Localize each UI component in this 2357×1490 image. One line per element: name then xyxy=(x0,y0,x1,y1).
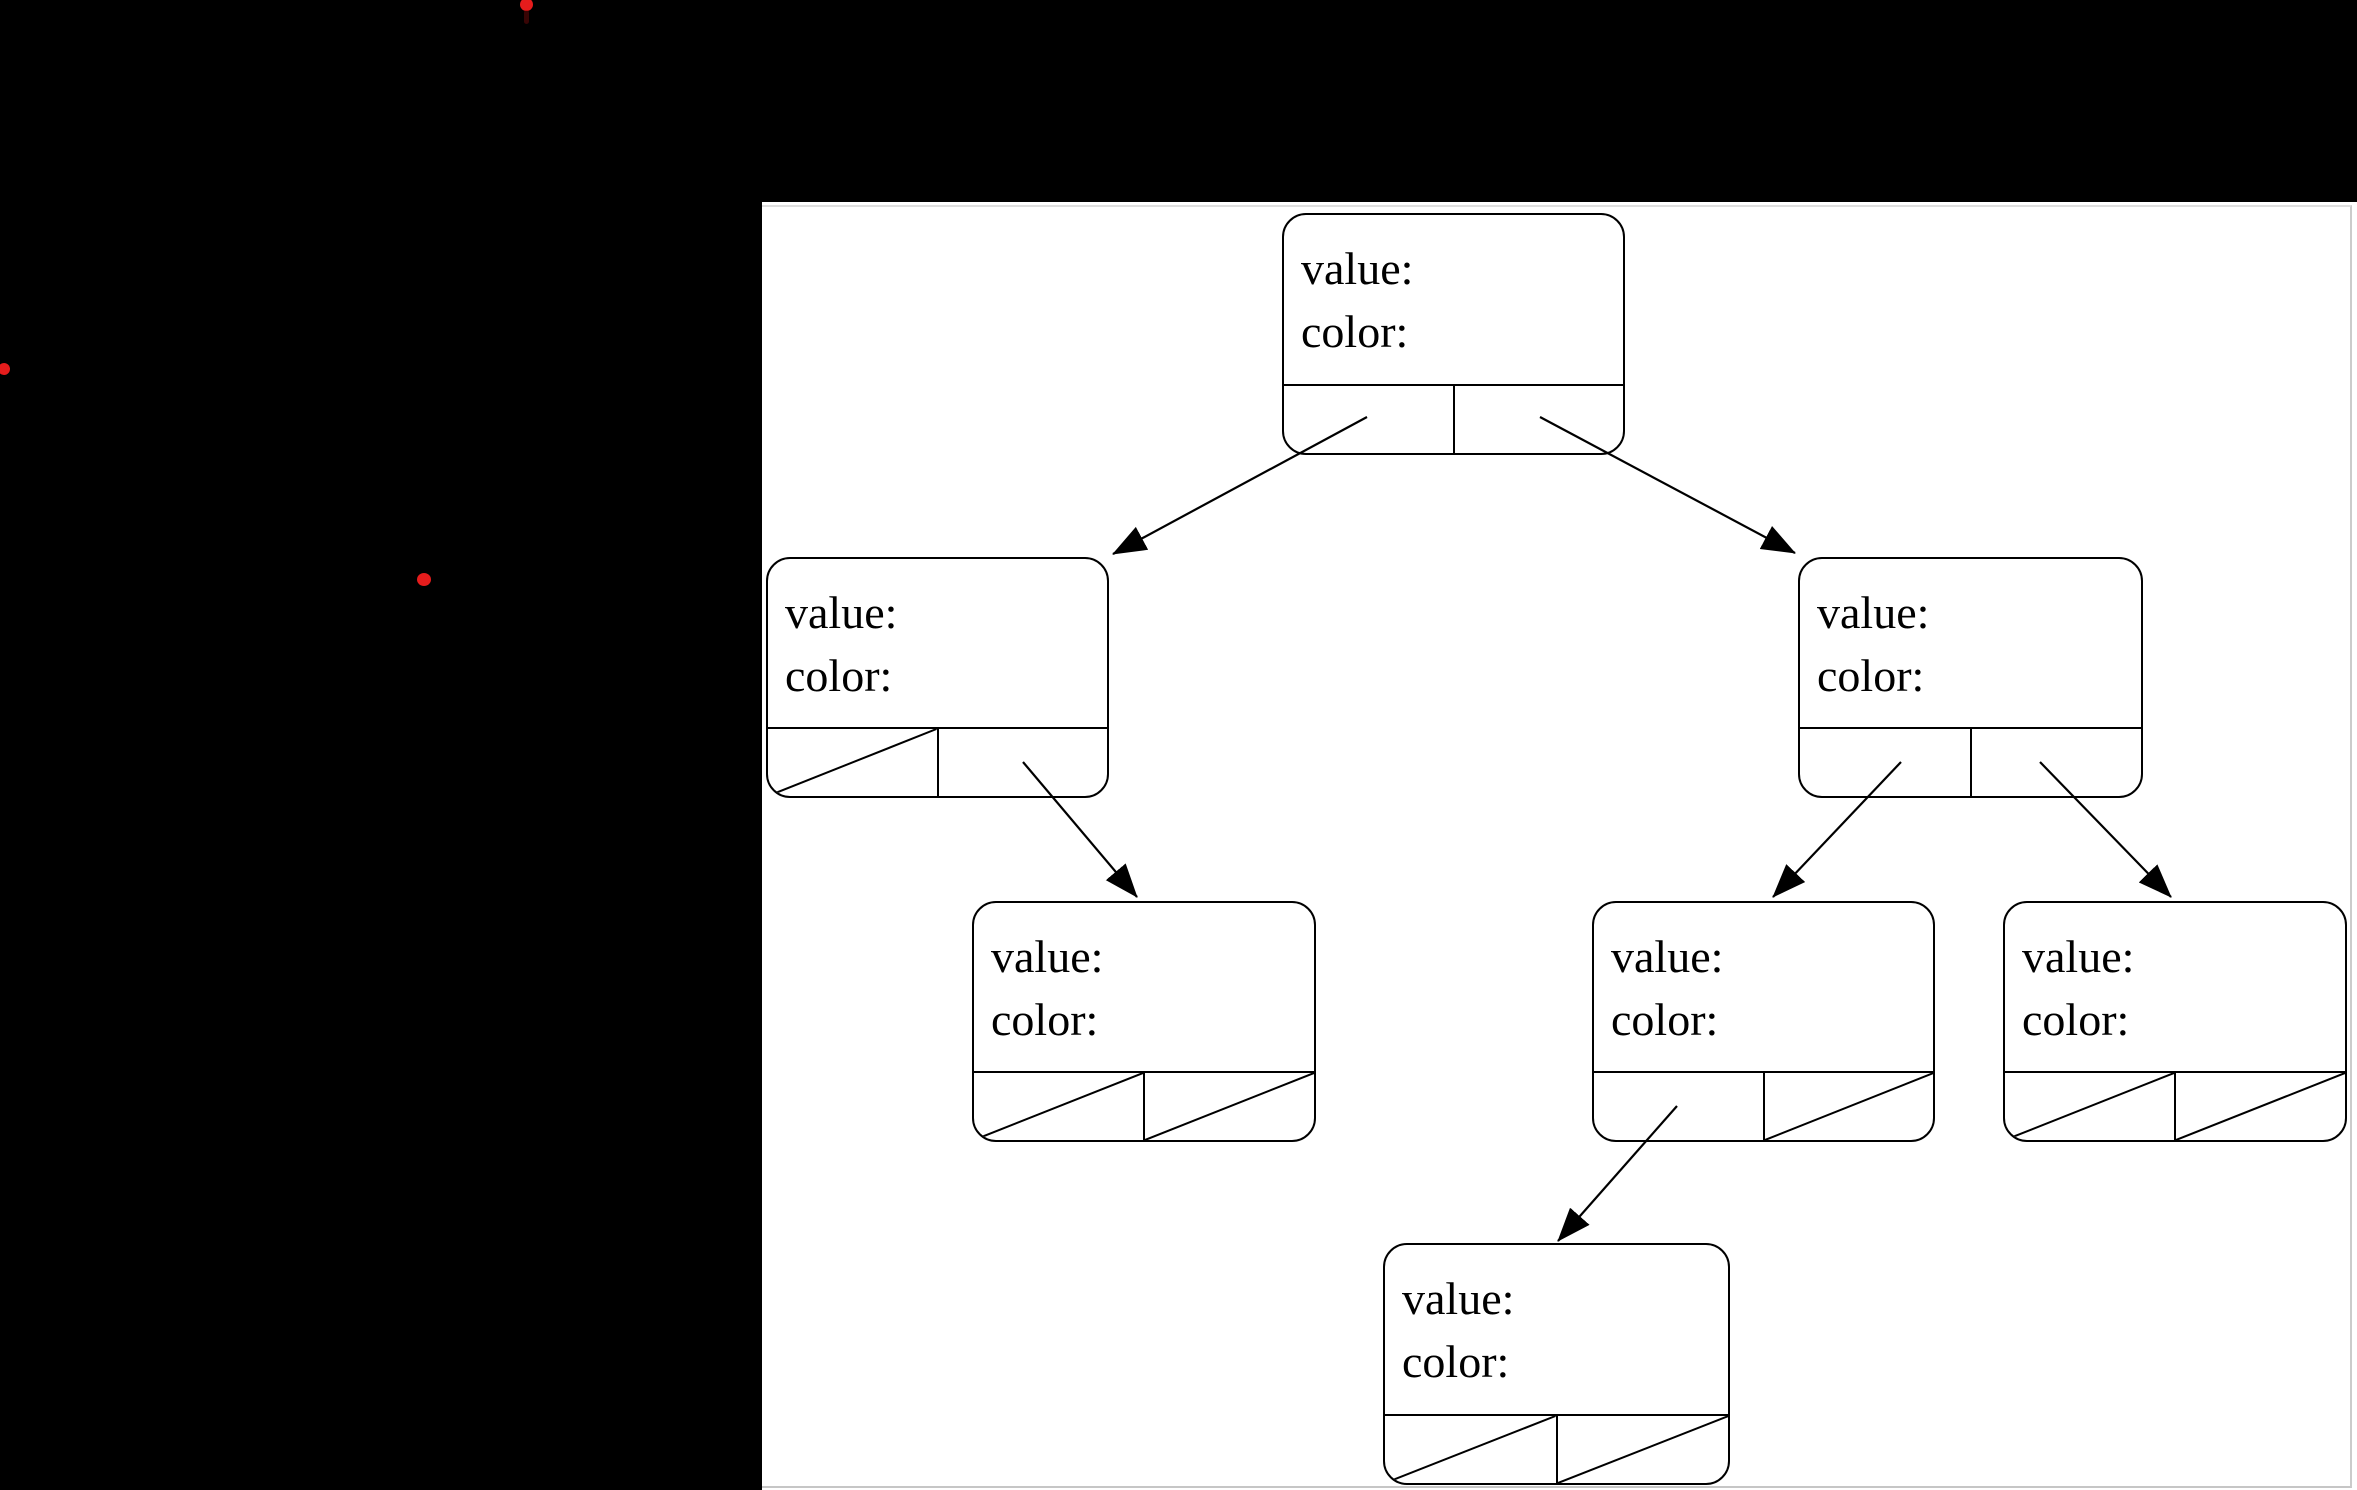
left-pointer-cell-null xyxy=(2005,1073,2174,1140)
null-pointer-slash xyxy=(1558,1416,1729,1483)
value-field-label: value: xyxy=(1402,1273,1515,1324)
null-pointer-slash xyxy=(1385,1416,1556,1483)
right-pointer-cell xyxy=(1452,386,1624,453)
pointer-row xyxy=(768,727,1107,796)
tree-node-right-left-grandchild: value: color: xyxy=(1592,901,1935,1142)
value-field-label: value: xyxy=(991,931,1104,982)
red-dot-annotation xyxy=(0,363,10,375)
color-field-label: color: xyxy=(2022,994,2130,1045)
right-pointer-cell xyxy=(936,729,1108,796)
null-pointer-slash xyxy=(1765,1073,1934,1140)
null-pointer-slash xyxy=(2005,1073,2174,1140)
node-fields: value: color: xyxy=(768,559,1107,727)
left-pointer-cell-null xyxy=(768,729,937,796)
left-pointer-cell xyxy=(1594,1073,1763,1140)
tree-node-right-left-left-greatgrandchild: value: color: xyxy=(1383,1243,1730,1485)
null-pointer-slash xyxy=(768,729,937,796)
node-fields: value: color: xyxy=(974,903,1314,1071)
node-fields: value: color: xyxy=(1594,903,1933,1071)
color-field-label: color: xyxy=(1301,306,1409,357)
color-field-label: color: xyxy=(1817,650,1925,701)
left-pointer-cell xyxy=(1800,729,1970,796)
value-field-label: value: xyxy=(1611,931,1724,982)
right-pointer-cell-null xyxy=(2174,1073,2345,1140)
null-pointer-slash xyxy=(2176,1073,2345,1140)
pointer-row xyxy=(1385,1414,1728,1483)
right-pointer-cell-null xyxy=(1555,1416,1729,1483)
right-pointer-cell xyxy=(1969,729,2142,796)
red-dot-trail xyxy=(524,10,529,24)
value-field-label: value: xyxy=(2022,931,2135,982)
left-pointer-cell-null xyxy=(1385,1416,1556,1483)
right-pointer-cell-null xyxy=(1762,1073,1934,1140)
value-field-label: value: xyxy=(1817,587,1930,638)
tree-node-left-child: value: color: xyxy=(766,557,1109,798)
null-pointer-slash xyxy=(974,1073,1143,1140)
null-pointer-slash xyxy=(1145,1073,1314,1140)
tree-node-right-child: value: color: xyxy=(1798,557,2143,798)
node-fields: value: color: xyxy=(1284,215,1623,384)
left-pointer-cell-null xyxy=(974,1073,1143,1140)
pointer-row xyxy=(1284,384,1623,453)
color-field-label: color: xyxy=(785,650,893,701)
value-field-label: value: xyxy=(785,587,898,638)
color-field-label: color: xyxy=(991,994,1099,1045)
red-dot-annotation xyxy=(520,0,533,11)
pointer-row xyxy=(2005,1071,2345,1140)
red-dot-annotation xyxy=(417,573,431,586)
pointer-row xyxy=(1594,1071,1933,1140)
value-field-label: value: xyxy=(1301,243,1414,294)
node-fields: value: color: xyxy=(1800,559,2141,727)
tree-node-left-right-grandchild: value: color: xyxy=(972,901,1316,1142)
tree-node-right-right-grandchild: value: color: xyxy=(2003,901,2347,1142)
color-field-label: color: xyxy=(1402,1336,1510,1387)
left-pointer-cell xyxy=(1284,386,1453,453)
pointer-row xyxy=(974,1071,1314,1140)
pointer-row xyxy=(1800,727,2141,796)
tree-node-root: value: color: xyxy=(1282,213,1625,455)
color-field-label: color: xyxy=(1611,994,1719,1045)
right-pointer-cell-null xyxy=(1143,1073,1314,1140)
node-fields: value: color: xyxy=(1385,1245,1728,1414)
node-fields: value: color: xyxy=(2005,903,2345,1071)
